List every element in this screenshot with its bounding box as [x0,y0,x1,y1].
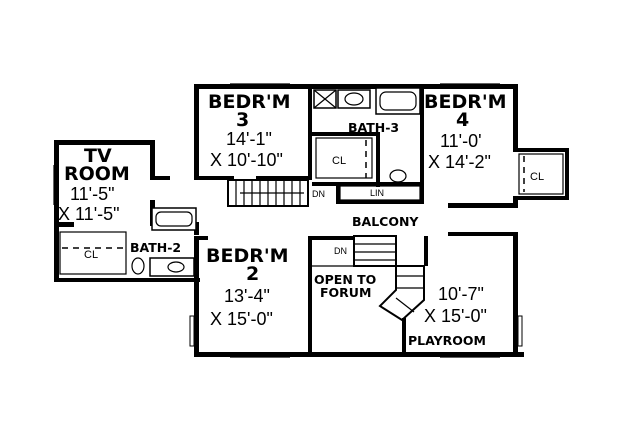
tv-room-labels: TV ROOM 11'-5" X 11'-5" [58,145,130,224]
down-label-upper-stair: DN [312,189,325,199]
closet-label-bedroom4: CL [530,171,544,183]
tv-room-dim-1: 11'-5" [70,184,115,204]
playroom-name: PLAYROOM [408,333,486,348]
closet-label-bath2: CL [84,249,98,261]
closet-label-bath3: CL [332,155,346,167]
bedroom4-number: 4 [456,109,469,131]
bath3-label: BATH-3 [348,120,399,135]
bedroom2-labels: BEDR'M 2 13'-4" X 15'-0" [206,245,289,329]
closets [59,137,564,275]
playroom-dim-2: X 15'-0" [424,306,487,326]
bath2-fixtures [131,207,197,277]
linen-label: LIN [370,188,384,198]
stairs [227,179,425,322]
bedroom3-labels: BEDR'M 3 14'-1" X 10'-10" [208,91,291,170]
down-label-lower-stair: DN [334,246,347,256]
open-to-forum-label-2: FORUM [320,285,371,300]
bedroom2-dim-2: X 15'-0" [210,309,273,329]
bath2-label: BATH-2 [130,240,181,255]
tv-room-name-1: TV [84,145,112,167]
bedroom2-dim-1: 13'-4" [224,286,270,306]
interior-walls [194,84,428,356]
bedroom2-number: 2 [246,263,259,285]
bedroom4-dim-2: X 14'-2" [428,152,491,172]
tv-room-name-2: ROOM [64,163,130,185]
bedroom4-dim-1: 11'-0' [440,131,482,151]
bedroom3-dim-2: X 10'-10" [210,150,283,170]
open-to-forum-label-1: OPEN TO [314,272,376,287]
playroom-labels: 10'-7" X 15'-0" PLAYROOM [408,284,487,348]
balcony-label: BALCONY [352,214,419,229]
bedroom4-name: BEDR'M [424,91,507,113]
tv-room-dim-2: X 11'-5" [58,204,120,224]
bedroom3-name: BEDR'M [208,91,291,113]
bedroom3-dim-1: 14'-1" [226,129,272,149]
bedroom4-labels: BEDR'M 4 11'-0' X 14'-2" [424,91,507,172]
bath3-fixtures [313,87,421,183]
bedroom3-number: 3 [236,109,249,131]
windows [53,83,523,358]
playroom-dim-1: 10'-7" [438,284,484,304]
bedroom2-name: BEDR'M [206,245,289,267]
